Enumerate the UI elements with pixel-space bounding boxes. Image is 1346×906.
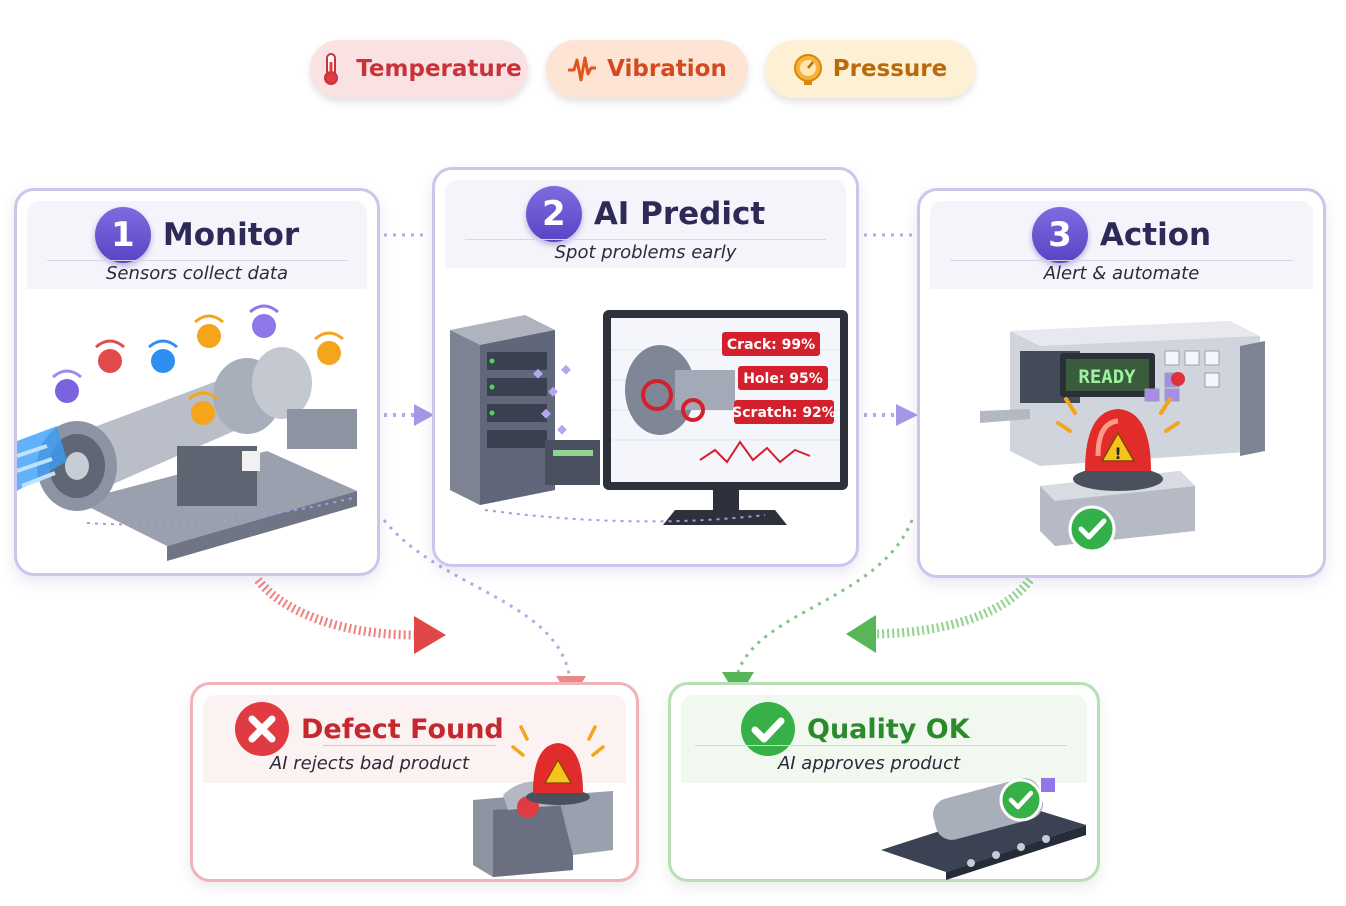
outcome-header: Quality OK AI approves product xyxy=(681,695,1087,783)
outcome-card-quality-ok: Quality OK AI approves product xyxy=(668,682,1100,882)
arrow-green-to-quality xyxy=(846,577,1034,653)
thermometer-icon xyxy=(324,53,339,85)
sensor-beacons xyxy=(52,304,344,425)
detection-label: Hole: 95% xyxy=(743,371,823,387)
reject-bin-with-alarm-icon xyxy=(473,725,613,877)
pressure-gauge-icon xyxy=(793,54,822,85)
pill-label: Temperature xyxy=(356,56,522,82)
stage-card-monitor: 1 Monitor Sensors collect data xyxy=(14,188,380,576)
card-title: AI Predict xyxy=(593,196,766,232)
card-header: 1 Monitor Sensors collect data xyxy=(27,201,367,289)
step-number-badge: 3 xyxy=(1031,207,1088,263)
detection-tag-scratch: Scratch: 92% xyxy=(732,400,836,424)
industrial-motor-with-sensors-icon xyxy=(17,304,358,561)
server-and-monitor-icon: Crack: 99% Hole: 95% Scratch: 92% xyxy=(450,310,848,525)
pill-pressure: Pressure xyxy=(765,40,975,98)
card-subtitle: Spot problems early xyxy=(554,242,737,263)
detection-tag-hole: Hole: 95% xyxy=(738,366,828,390)
card-header: 2 AI Predict Spot problems early xyxy=(445,180,846,268)
arrow-red-to-defect xyxy=(254,577,446,654)
control-panel-with-alarm-icon: READY ! xyxy=(980,321,1265,553)
stage-card-ai-predict: 2 AI Predict Spot problems early xyxy=(432,167,859,567)
arrow-monitor-to-predict xyxy=(384,404,434,426)
card-header: 3 Action Alert & automate xyxy=(930,201,1313,289)
pill-temperature: Temperature xyxy=(310,40,528,98)
outcome-title: Quality OK xyxy=(807,713,970,745)
arrow-predict-to-action xyxy=(864,404,918,426)
outcome-subtitle: AI approves product xyxy=(777,753,961,774)
card-subtitle: Sensors collect data xyxy=(105,263,288,284)
outcome-subtitle: AI rejects bad product xyxy=(269,753,470,774)
outcome-card-defect-found: Defect Found AI rejects bad product xyxy=(190,682,639,882)
card-title: Monitor xyxy=(162,217,300,253)
stage-card-action: 3 Action Alert & automate READY ! xyxy=(917,188,1326,578)
sensor-type-pills: Temperature Vibration Pressure xyxy=(0,40,1346,100)
svg-text:!: ! xyxy=(1114,444,1121,463)
detection-label: Scratch: 92% xyxy=(732,405,836,421)
detection-label: Crack: 99% xyxy=(727,337,815,353)
card-subtitle: Alert & automate xyxy=(1043,263,1200,284)
pill-vibration: Vibration xyxy=(546,40,748,98)
panel-display-text: READY xyxy=(1078,366,1136,388)
step-number-badge: 2 xyxy=(525,186,582,242)
red-x-icon xyxy=(235,702,289,756)
green-check-icon xyxy=(741,702,795,756)
outcome-title: Defect Found xyxy=(301,713,504,745)
card-title: Action xyxy=(1099,217,1212,253)
conveyor-belt-with-approved-part-icon xyxy=(881,778,1086,880)
pill-label: Pressure xyxy=(832,56,948,82)
detection-tag-crack: Crack: 99% xyxy=(722,332,820,356)
vibration-wave-icon xyxy=(568,56,597,82)
step-number-badge: 1 xyxy=(94,207,151,263)
pill-label: Vibration xyxy=(607,56,727,82)
